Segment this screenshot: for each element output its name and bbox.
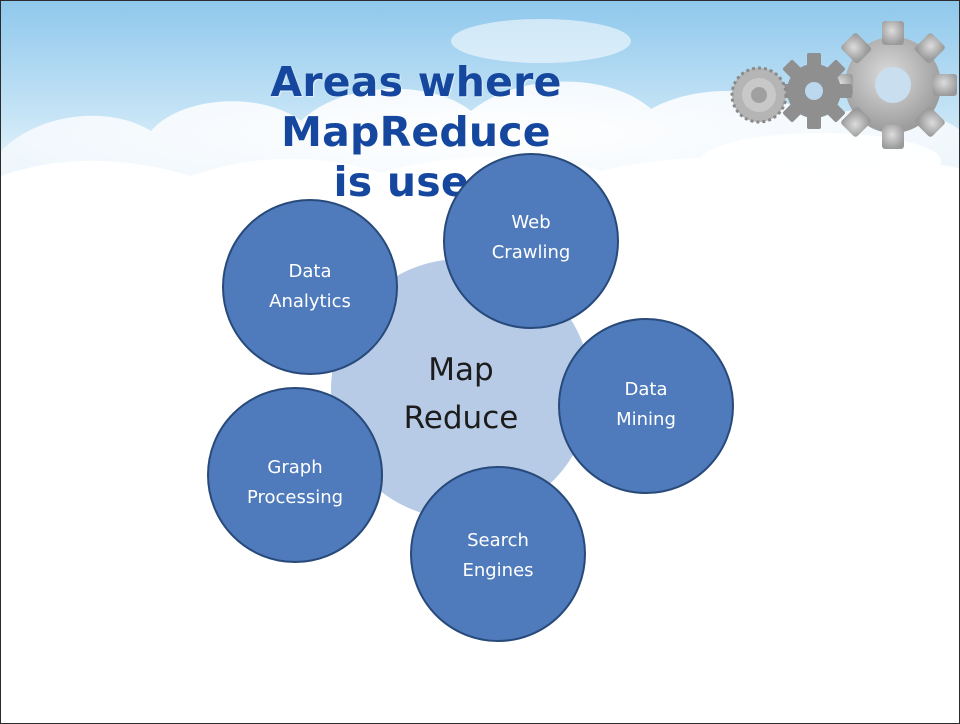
node-label-line-1: Data	[288, 261, 332, 282]
center-label-line-1: Map	[428, 352, 494, 388]
node-label-graph-processing: Graph Processing	[225, 453, 365, 513]
node-label-line-2: Analytics	[269, 291, 351, 312]
node-label-line-2: Crawling	[491, 242, 571, 263]
node-circle-data-mining	[558, 318, 734, 494]
node-label-line-2: Mining	[616, 409, 676, 430]
node-circle-data-analytics	[222, 199, 398, 375]
title-line-1: Areas where MapReduce	[270, 58, 562, 156]
node-label-line-2: Engines	[462, 560, 534, 581]
node-circle-search-engines	[410, 466, 586, 642]
node-label-line-1: Search	[467, 530, 529, 551]
node-label-line-1: Data	[624, 379, 668, 400]
node-label-line-1: Graph	[267, 457, 323, 478]
node-label-web-crawling: Web Crawling	[461, 208, 601, 268]
node-circle-graph-processing	[207, 387, 383, 563]
node-label-data-mining: Data Mining	[576, 375, 716, 435]
node-label-data-analytics: Data Analytics	[240, 257, 380, 317]
center-label: Map Reduce	[351, 346, 571, 442]
node-label-search-engines: Search Engines	[428, 526, 568, 586]
node-circle-web-crawling	[443, 153, 619, 329]
center-label-line-2: Reduce	[403, 400, 519, 436]
node-label-line-1: Web	[511, 212, 551, 233]
gears-icon	[730, 21, 957, 149]
node-label-line-2: Processing	[246, 487, 344, 508]
